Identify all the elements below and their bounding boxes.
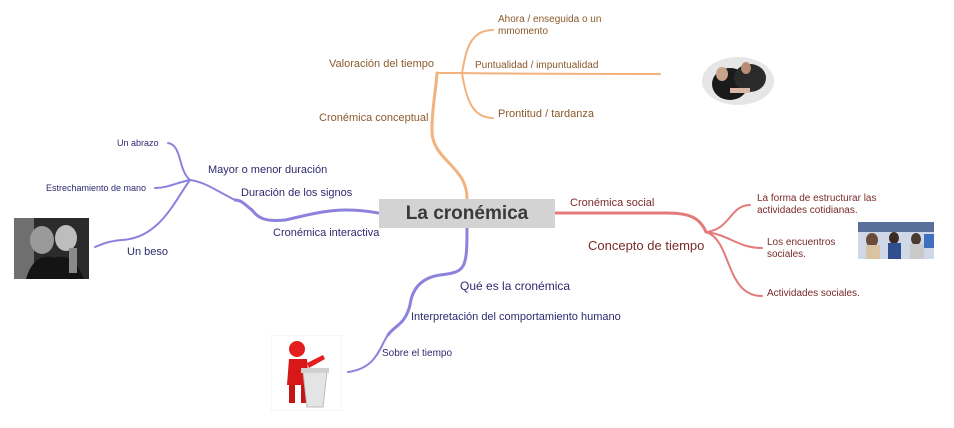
- node-estrechamiento-mano[interactable]: Estrechamiento de mano: [46, 183, 147, 193]
- node-un-abrazo[interactable]: Un abrazo: [117, 138, 159, 148]
- branch-to-conceptual: [430, 126, 469, 200]
- speaker-podium-icon: [271, 335, 342, 411]
- node-duracion-signos[interactable]: Duración de los signos: [241, 187, 353, 199]
- node-encuentros-sociales[interactable]: Los encuentros sociales.: [767, 237, 836, 260]
- branch-to-interactiva: [250, 208, 380, 222]
- node-un-beso[interactable]: Un beso: [127, 246, 168, 258]
- branch-to-duracion: [233, 198, 254, 212]
- branch-to-sobre: [347, 334, 389, 373]
- red-branches: [554, 204, 763, 297]
- node-cronemica-social[interactable]: Cronémica social: [570, 197, 655, 209]
- branch-to-actividades: [705, 231, 763, 297]
- branch-to-interpretacion: [386, 303, 412, 337]
- branch-to-ahora: [461, 29, 494, 74]
- node-prontitud[interactable]: Prontitud / tardanza: [498, 108, 595, 120]
- node-que-es-cronemica[interactable]: Qué es la cronémica: [460, 279, 571, 293]
- node-concepto-tiempo[interactable]: Concepto de tiempo: [588, 238, 705, 253]
- branch-to-forma: [705, 204, 751, 233]
- node-forma-estructurar[interactable]: La forma de estructurar las actividades …: [757, 193, 877, 216]
- node-interpretacion[interactable]: Interpretación del comportamiento humano: [411, 311, 621, 323]
- node-ahora[interactable]: Ahora / enseguida o un mmomento: [498, 14, 602, 37]
- branch-to-puntualidad: [461, 72, 661, 75]
- node-puntualidad[interactable]: Puntualidad / impuntualidad: [475, 60, 599, 71]
- meeting-photo-icon: [858, 222, 934, 259]
- node-valoracion-tiempo[interactable]: Valoración del tiempo: [329, 58, 434, 70]
- branch-to-beso: [94, 179, 191, 248]
- orange-branches: [430, 29, 661, 200]
- node-actividades-sociales[interactable]: Actividades sociales.: [767, 288, 860, 299]
- branch-to-que-es: [408, 227, 469, 307]
- central-topic[interactable]: La cronémica: [379, 199, 555, 228]
- purple-bottom-branches: [347, 227, 469, 373]
- node-cronemica-conceptual[interactable]: Cronémica conceptual: [319, 112, 429, 124]
- node-mayor-menor-duracion[interactable]: Mayor o menor duración: [208, 164, 328, 176]
- kiss-photo-icon: [14, 218, 89, 279]
- node-sobre-el-tiempo[interactable]: Sobre el tiempo: [382, 348, 453, 359]
- people-photo-icon: [700, 56, 776, 106]
- node-cronemica-interactiva[interactable]: Cronémica interactiva: [273, 227, 380, 239]
- branch-to-prontitud: [461, 72, 494, 119]
- branch-to-mayor-menor: [189, 179, 236, 201]
- branch-to-encuentros: [705, 231, 763, 249]
- branch-to-concepto: [665, 211, 708, 234]
- branch-to-valoracion: [430, 71, 439, 130]
- branch-to-abrazo: [167, 142, 191, 181]
- branch-to-estrechamiento: [154, 179, 191, 189]
- purple-left-branches: [94, 142, 380, 248]
